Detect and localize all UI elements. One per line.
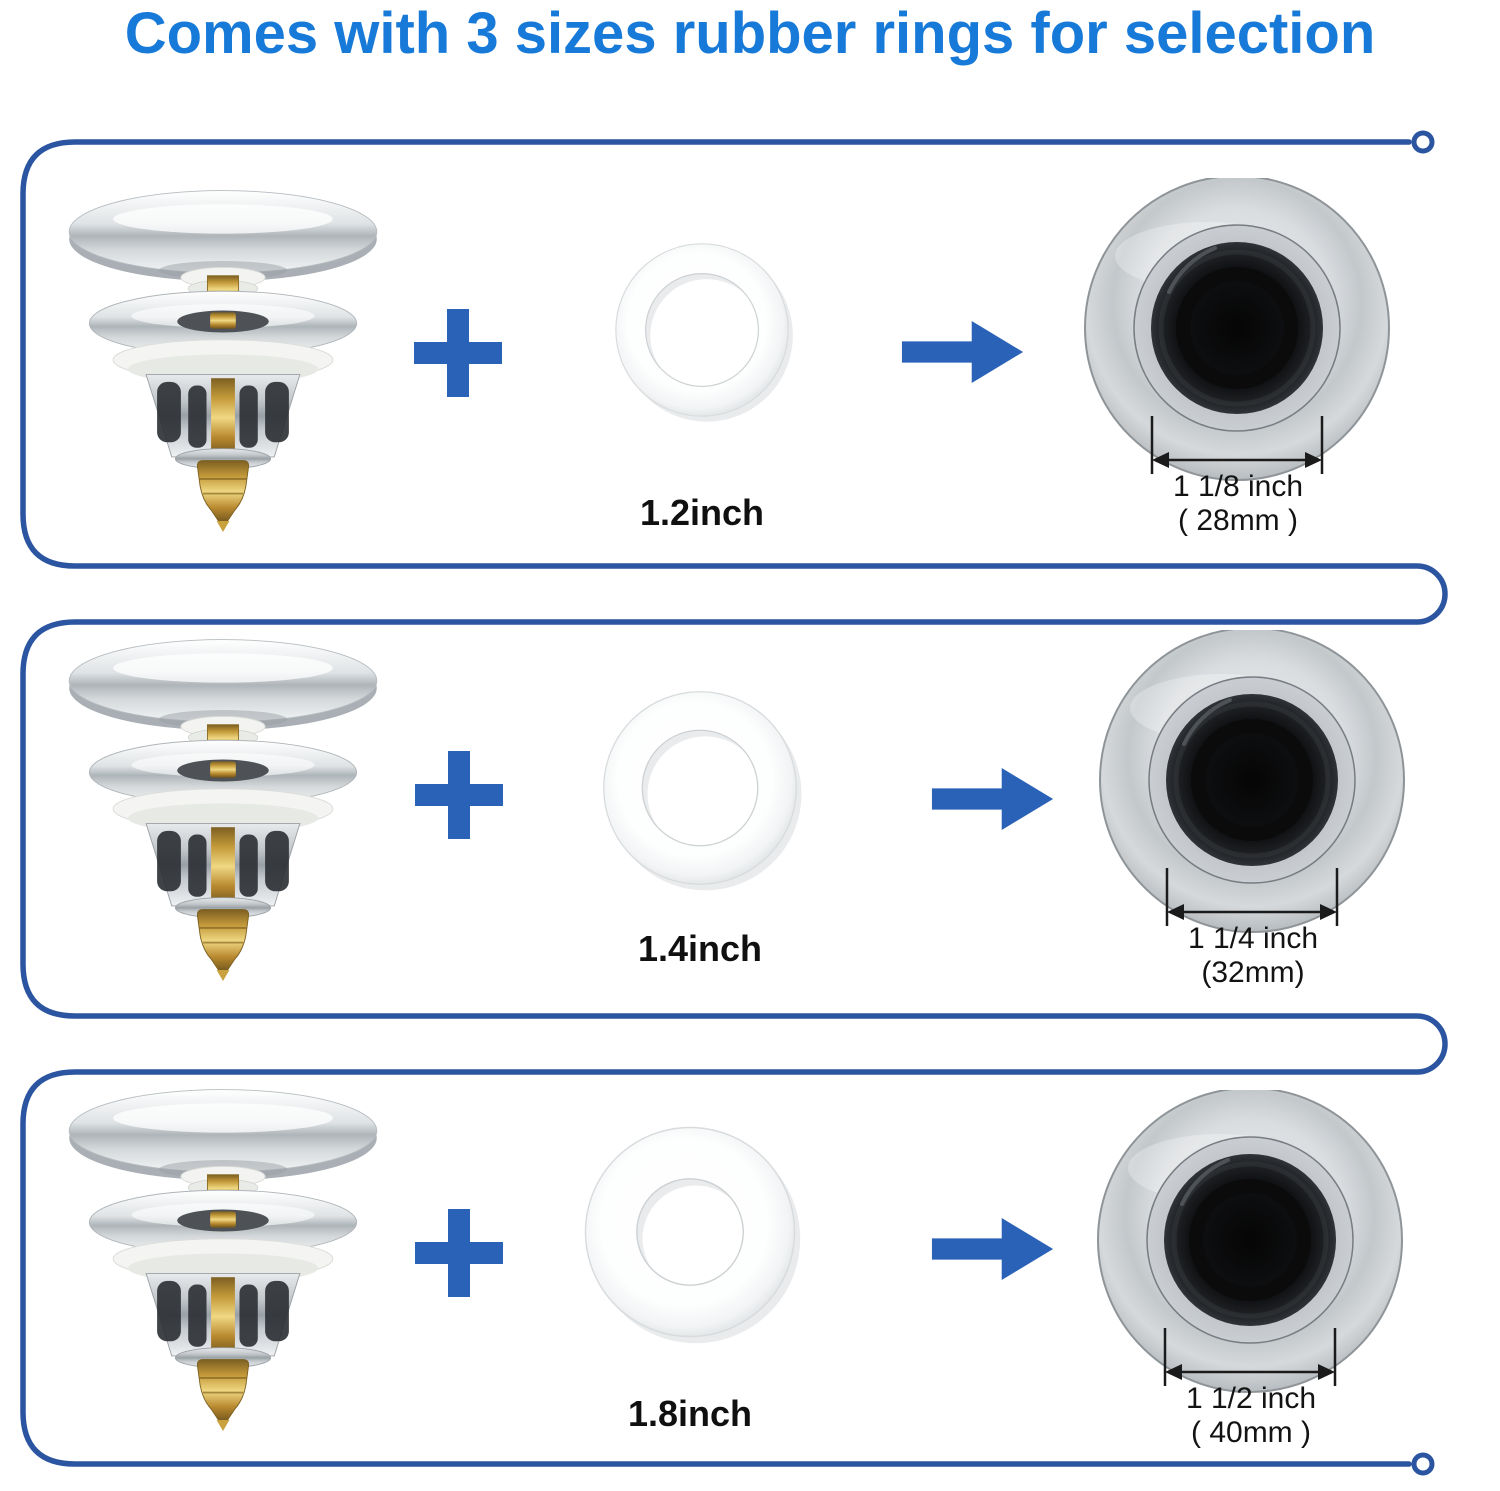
dimension-mm-label: ( 28mm ) — [1178, 504, 1298, 537]
ring-size-label: 1.8inch — [627, 1393, 753, 1434]
dimension-annotation: 1 1/4 inch (32mm) — [1165, 866, 1339, 989]
ring-size-label: 1.2inch — [639, 492, 765, 533]
plus-icon — [414, 309, 502, 397]
dimension-inch-label: 1 1/2 inch — [1186, 1382, 1316, 1415]
arrow-right-icon — [931, 767, 1054, 831]
drain-hole-photo: 1 1/2 inch ( 40mm ) — [1085, 1090, 1415, 1449]
rubber-ring-photo — [603, 691, 802, 891]
rubber-ring-photo — [615, 243, 793, 422]
dimension-inch-label: 1 1/8 inch — [1173, 470, 1303, 503]
arrow-right-icon — [931, 1217, 1054, 1281]
drain-hole-photo: 1 1/4 inch (32mm) — [1087, 630, 1417, 989]
flow-end-marker-icon — [1411, 1452, 1435, 1476]
dimension-mm-label: (32mm) — [1201, 956, 1304, 989]
rubber-ring-photo — [584, 1126, 801, 1344]
drain-hole-photo: 1 1/8 inch ( 28mm ) — [1072, 178, 1402, 537]
drain-stopper-photo — [68, 189, 378, 532]
arrow-right-icon — [901, 320, 1024, 384]
page-title: Comes with 3 sizes rubber rings for sele… — [124, 1, 1376, 66]
dimension-annotation: 1 1/2 inch ( 40mm ) — [1163, 1326, 1337, 1449]
plus-icon — [415, 751, 503, 839]
dimension-inch-label: 1 1/4 inch — [1188, 922, 1318, 955]
drain-stopper-photo — [68, 1088, 378, 1431]
flow-start-marker-icon — [1411, 130, 1435, 154]
plus-icon — [415, 1209, 503, 1297]
dimension-annotation: 1 1/8 inch ( 28mm ) — [1150, 414, 1324, 537]
dimension-mm-label: ( 40mm ) — [1191, 1416, 1311, 1449]
drain-stopper-photo — [68, 638, 378, 981]
ring-size-label: 1.4inch — [637, 928, 763, 969]
